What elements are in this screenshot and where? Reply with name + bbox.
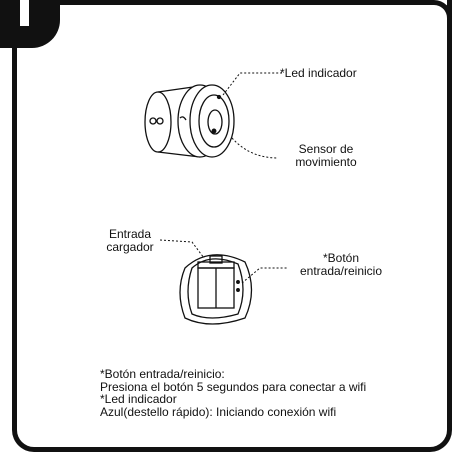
note-line: *Botón entrada/reinicio: (100, 367, 225, 381)
reset-button-label: *Botón entrada/reinicio (286, 252, 396, 278)
led-leader-line (222, 72, 282, 96)
led-indicator-label: *Led indicador (280, 66, 357, 80)
charger-input-label-line1: Entrada (108, 227, 152, 241)
sensor-leader-line (231, 137, 279, 159)
charger-input-label: Entrada cargador (98, 228, 162, 254)
reset-button-label-line1: *Botón (322, 251, 360, 265)
note-line: Azul(destello rápido): Iniciando conexió… (100, 404, 337, 419)
note-line: *Led indicador (100, 392, 177, 406)
panel-frame (12, 0, 452, 452)
motion-sensor-label-line1: Sensor de (298, 142, 354, 156)
charger-leader-line (159, 239, 205, 259)
step-number-glyph (20, 0, 29, 26)
sensor-back-drawing (179, 254, 253, 325)
reset-button-label-line2: entrada/reinicio (299, 264, 383, 278)
step-badge (0, 0, 60, 48)
note-line: Presiona el botón 5 segundos para conect… (100, 379, 367, 394)
motion-sensor-label: Sensor de movimiento (276, 143, 376, 169)
sensor-device-drawing (144, 84, 235, 158)
instructions-notes: *Botón entrada/reinicio: Presiona el bot… (100, 368, 366, 418)
motion-sensor-label-line2: movimiento (295, 155, 357, 169)
charger-input-label-line2: cargador (106, 240, 154, 254)
